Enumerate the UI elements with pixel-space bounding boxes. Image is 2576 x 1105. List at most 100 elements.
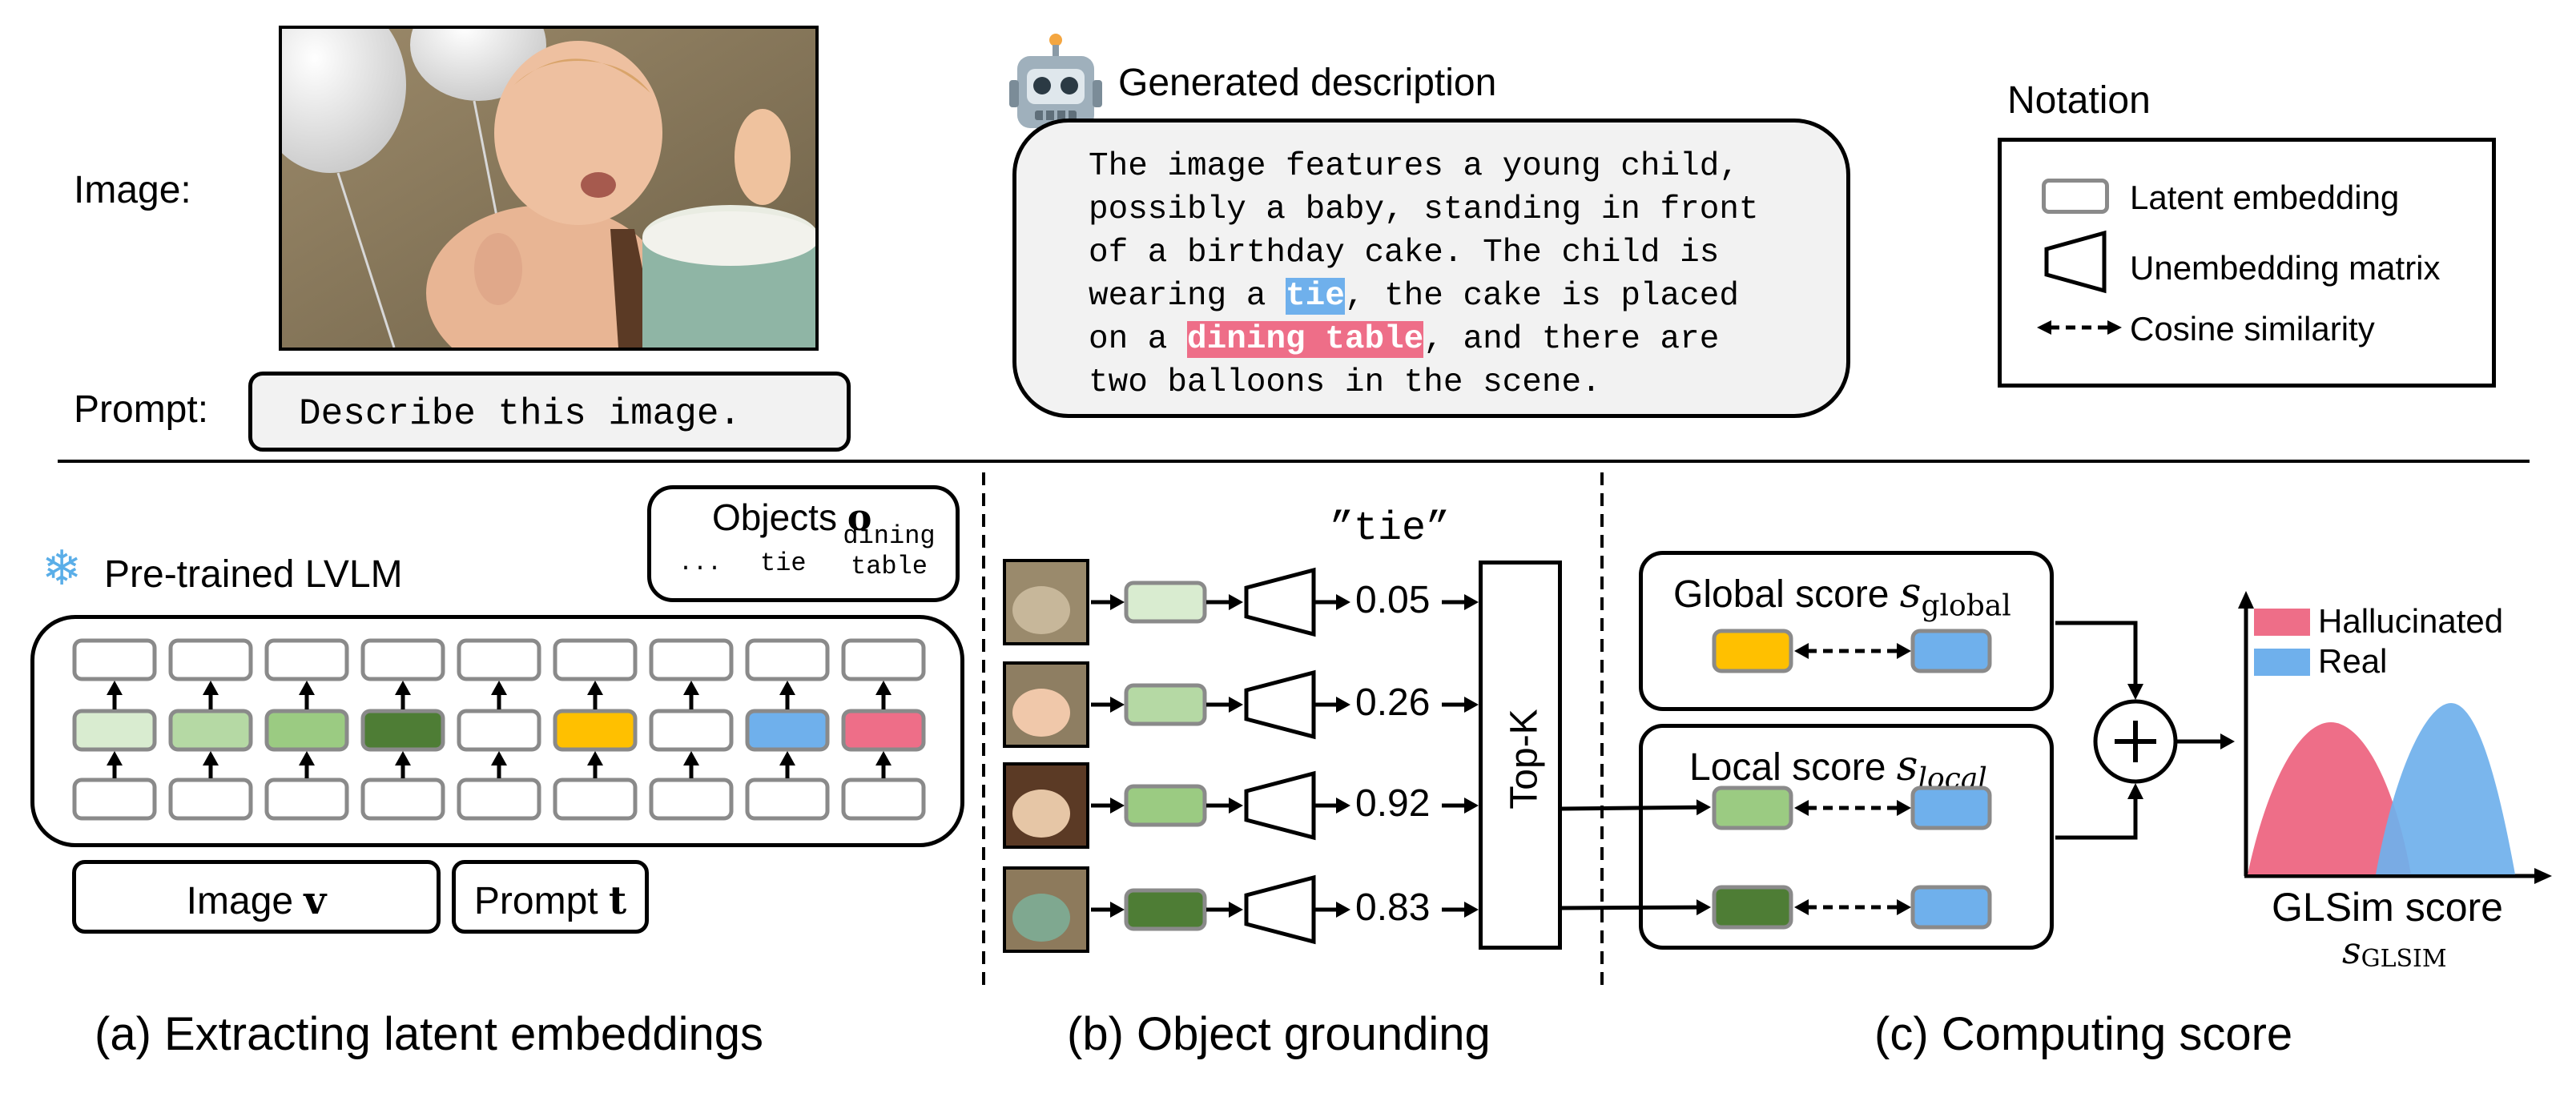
image-patch xyxy=(1003,866,1089,953)
upward-arrow-head xyxy=(587,681,603,695)
hidden-embedding xyxy=(72,709,157,752)
upward-arrow-head xyxy=(491,751,507,765)
global-cosine-arrow-head-left xyxy=(1794,643,1809,659)
upward-arrow-head xyxy=(395,751,411,765)
section-divider xyxy=(58,460,2530,463)
topk-to-local-arrow-1-head xyxy=(1696,799,1711,816)
upward-arrow-head xyxy=(107,681,123,695)
highlight-tie: tie xyxy=(1286,278,1345,315)
output-embedding xyxy=(72,638,157,681)
glsim-score-label: GLSim score xyxy=(2272,885,2503,930)
upward-arrow-head xyxy=(491,681,507,695)
input-embedding xyxy=(553,778,638,821)
robot-icon xyxy=(1008,32,1104,136)
image-patch-detail xyxy=(1012,689,1070,737)
description-line: on a dining table, and there are xyxy=(1089,318,1759,361)
local-score-text: Local score xyxy=(1689,746,1897,789)
upward-arrow-head xyxy=(683,681,699,695)
object-item: ... xyxy=(678,550,722,577)
output-embedding xyxy=(168,638,253,681)
local-image-embedding-2 xyxy=(1712,885,1793,930)
global-score-subscript: global xyxy=(1921,589,2011,623)
hidden-embedding xyxy=(841,709,926,752)
image-input-text: Image xyxy=(186,880,304,922)
local-cosine-arrow-1-head-left xyxy=(1794,800,1809,816)
description-segment: on a xyxy=(1089,321,1188,358)
global-to-sum-line xyxy=(2055,621,2138,685)
glsim-score-symbol: sGLSIM xyxy=(2342,929,2447,973)
hallucinated-distribution xyxy=(2248,722,2411,874)
input-embedding xyxy=(72,778,157,821)
patch-to-embedding-arrow-head xyxy=(1110,697,1125,713)
object-grounding-diagram xyxy=(1003,559,1479,953)
grounding-score: 0.83 xyxy=(1355,886,1431,929)
distribution-y-axis-head xyxy=(2238,591,2254,609)
notation-box: Latent embedding Unembedding matrix Cosi… xyxy=(1998,138,2496,388)
output-embedding xyxy=(745,638,830,681)
image-patch xyxy=(1003,762,1089,849)
objects-title: Objects o xyxy=(712,496,871,539)
score-to-topk-arrow-head xyxy=(1464,902,1479,918)
embedding-to-unembed-arrow-head xyxy=(1229,697,1243,713)
score-to-topk-arrow-head xyxy=(1464,594,1479,610)
upward-arrow-head xyxy=(875,751,892,765)
local-to-sum-line xyxy=(2055,798,2138,840)
hidden-embedding xyxy=(168,709,253,752)
object-item: dining xyxy=(843,521,936,551)
local-text-embedding-2 xyxy=(1910,885,1992,930)
objects-box: Objects o ... tie dining table xyxy=(647,485,960,602)
description-text: The image features a young child, possib… xyxy=(1089,145,1759,404)
local-text-embedding-1 xyxy=(1910,786,1992,830)
object-item: table xyxy=(850,552,928,581)
hidden-embedding xyxy=(360,709,445,752)
lvlm-token-grid xyxy=(72,638,926,821)
patch-to-embedding-arrow-head xyxy=(1110,594,1125,610)
image-patch-detail xyxy=(1012,790,1070,838)
patch-embedding xyxy=(1124,581,1207,624)
image-label: Image: xyxy=(74,169,191,211)
global-text-embedding xyxy=(1910,629,1992,673)
patch-embedding xyxy=(1124,784,1207,827)
global-score-text: Global score xyxy=(1673,573,1900,616)
upward-arrow-head xyxy=(203,681,219,695)
patch-embedding xyxy=(1124,888,1207,931)
unembed-to-score-arrow-head xyxy=(1336,697,1350,713)
output-embedding xyxy=(649,638,734,681)
highlight-dining-table: dining table xyxy=(1187,321,1424,358)
local-cosine-arrow-1-head-right xyxy=(1897,800,1911,816)
description-line: wearing a tie, the cake is placed xyxy=(1089,275,1759,318)
global-to-sum-head xyxy=(2127,684,2143,700)
local-cosine-arrow-2-head-left xyxy=(1794,899,1809,915)
local-score-symbol: s xyxy=(1896,742,1918,790)
patch-to-embedding-arrow-head xyxy=(1110,798,1125,814)
unembedding-matrix xyxy=(1244,874,1316,945)
upward-arrow-head xyxy=(299,751,315,765)
caption-a: (a) Extracting latent embeddings xyxy=(95,1008,763,1060)
latent-embedding-legend: Latent embedding xyxy=(2130,179,2400,216)
patch-to-embedding-arrow-head xyxy=(1110,902,1125,918)
embedding-to-unembed-arrow-head xyxy=(1229,594,1243,610)
sum-to-distribution-arrow-head xyxy=(2220,733,2235,749)
description-line: possibly a baby, standing in front xyxy=(1089,191,1759,228)
unembedding-matrix xyxy=(1244,567,1316,637)
input-embedding xyxy=(360,778,445,821)
embedding-to-unembed-arrow-head xyxy=(1229,798,1243,814)
hallucinated-label: Hallucinated xyxy=(2318,602,2504,640)
grounding-score: 0.05 xyxy=(1355,579,1431,621)
upward-arrow-head xyxy=(875,681,892,695)
caption-c: (c) Computing score xyxy=(1874,1008,2293,1060)
real-label: Real xyxy=(2318,642,2388,680)
local-score-label: Local score slocal xyxy=(1689,742,1987,796)
unembed-to-score-arrow-head xyxy=(1336,594,1350,610)
objects-title-text: Objects xyxy=(712,496,847,538)
output-embedding xyxy=(841,638,926,681)
input-photo xyxy=(279,26,819,351)
hidden-embedding xyxy=(553,709,638,752)
upward-arrow-head xyxy=(779,681,795,695)
global-score-label: Global score sglobal xyxy=(1673,569,2011,623)
global-image-embedding xyxy=(1712,629,1793,673)
unembed-to-score-arrow-head xyxy=(1336,798,1350,814)
output-embedding xyxy=(553,638,638,681)
output-embedding xyxy=(457,638,541,681)
